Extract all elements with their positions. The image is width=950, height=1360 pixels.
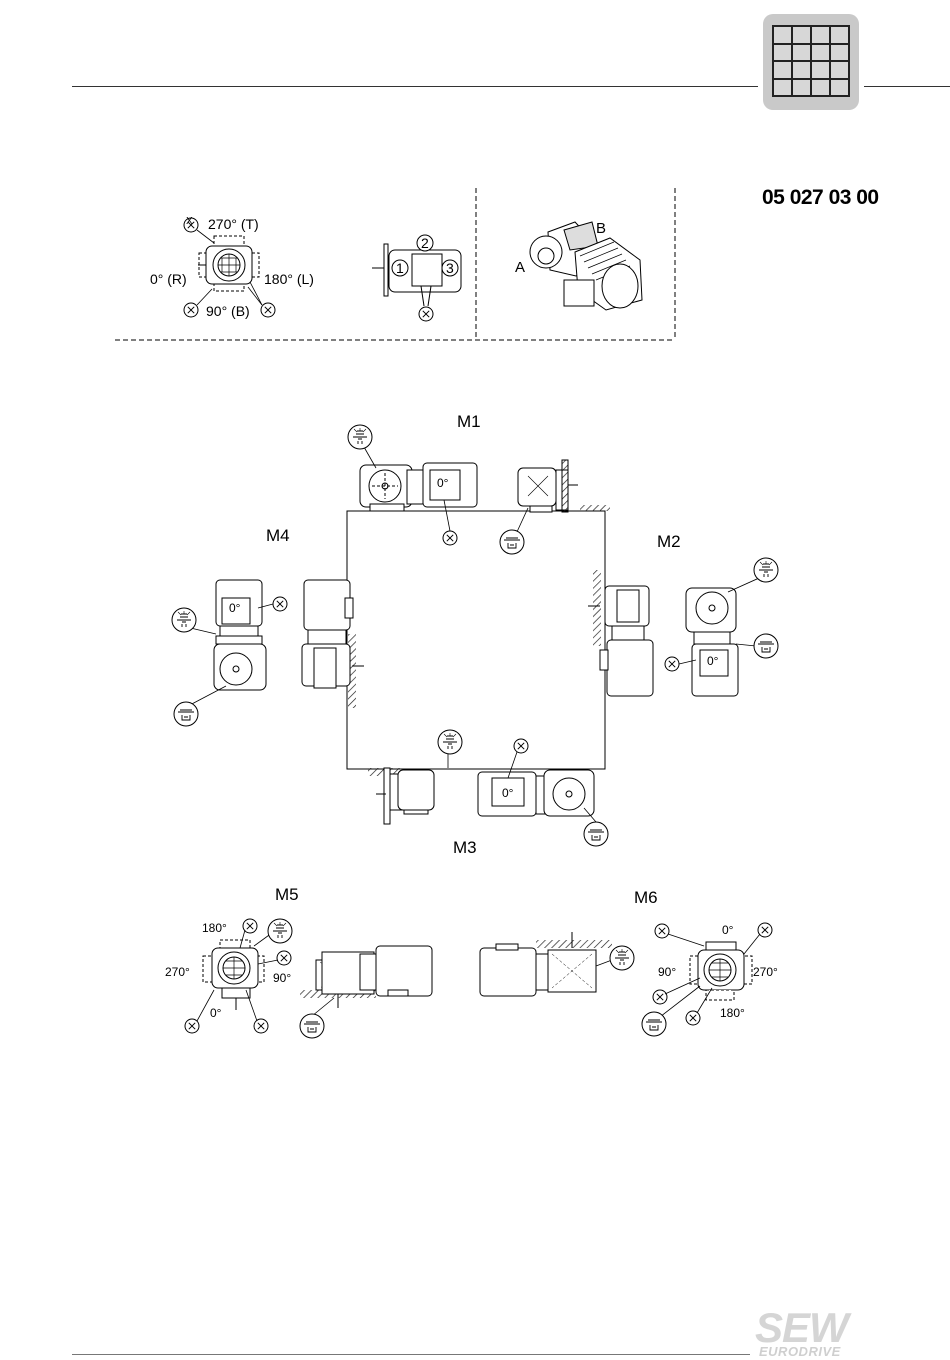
m6-gear-side xyxy=(480,932,612,996)
m5-gear-side xyxy=(300,946,432,1008)
legend-0-right: 0° (R) xyxy=(150,271,187,287)
m1-gear-left xyxy=(360,463,477,511)
footer-rule xyxy=(72,1354,750,1355)
m4-gear-left xyxy=(214,580,266,690)
mounting-m6: M6 xyxy=(634,888,658,908)
legend-gear-symbol xyxy=(198,236,259,291)
m2-hatch xyxy=(593,570,601,646)
m5-angle-180: 180° xyxy=(202,921,227,935)
m6-angle-90: 90° xyxy=(658,965,676,979)
m6-angle-0: 0° xyxy=(722,923,733,937)
terminal-2: 2 xyxy=(421,235,429,251)
sew-eurodrive-logo: SEW EURODRIVE xyxy=(755,1310,855,1358)
box-angle-m2: 0° xyxy=(707,654,718,668)
m5-angle-90: 90° xyxy=(273,971,291,985)
box-angle-m4: 0° xyxy=(229,601,240,615)
m5-gear-front xyxy=(203,940,264,1010)
mounting-block xyxy=(347,511,605,769)
mounting-m1: M1 xyxy=(457,412,481,432)
legend-270-top: 270° (T) xyxy=(208,216,259,232)
mounting-m5: M5 xyxy=(275,885,299,905)
legend-180-left: 180° (L) xyxy=(264,271,314,287)
box-angle-m1: 0° xyxy=(437,476,448,490)
shaft-side-a: A xyxy=(515,259,525,276)
mounting-m2: M2 xyxy=(657,532,681,552)
m6-angle-180: 180° xyxy=(720,1006,745,1020)
legend-motor-3d xyxy=(530,222,642,310)
terminal-1: 1 xyxy=(396,260,404,276)
mounting-m4: M4 xyxy=(266,526,290,546)
box-angle-m3: 0° xyxy=(502,786,513,800)
m2-gear-right xyxy=(686,588,738,696)
legend-90-bottom: 90° (B) xyxy=(206,303,250,319)
m5-angle-270: 270° xyxy=(165,965,190,979)
shaft-side-b: B xyxy=(596,220,606,237)
m5-angle-0: 0° xyxy=(210,1006,221,1020)
logo-sub: EURODRIVE xyxy=(759,1344,841,1359)
mounting-m3: M3 xyxy=(453,838,477,858)
m6-angle-270: 270° xyxy=(753,965,778,979)
m3-gear-right xyxy=(478,770,594,816)
legend-x-mark: X xyxy=(186,216,193,227)
m1-gear-right xyxy=(518,460,578,512)
m3-gear-left xyxy=(376,768,434,824)
m1-hatch xyxy=(580,505,610,511)
terminal-3: 3 xyxy=(446,260,454,276)
m6-gear-front xyxy=(690,942,752,1000)
